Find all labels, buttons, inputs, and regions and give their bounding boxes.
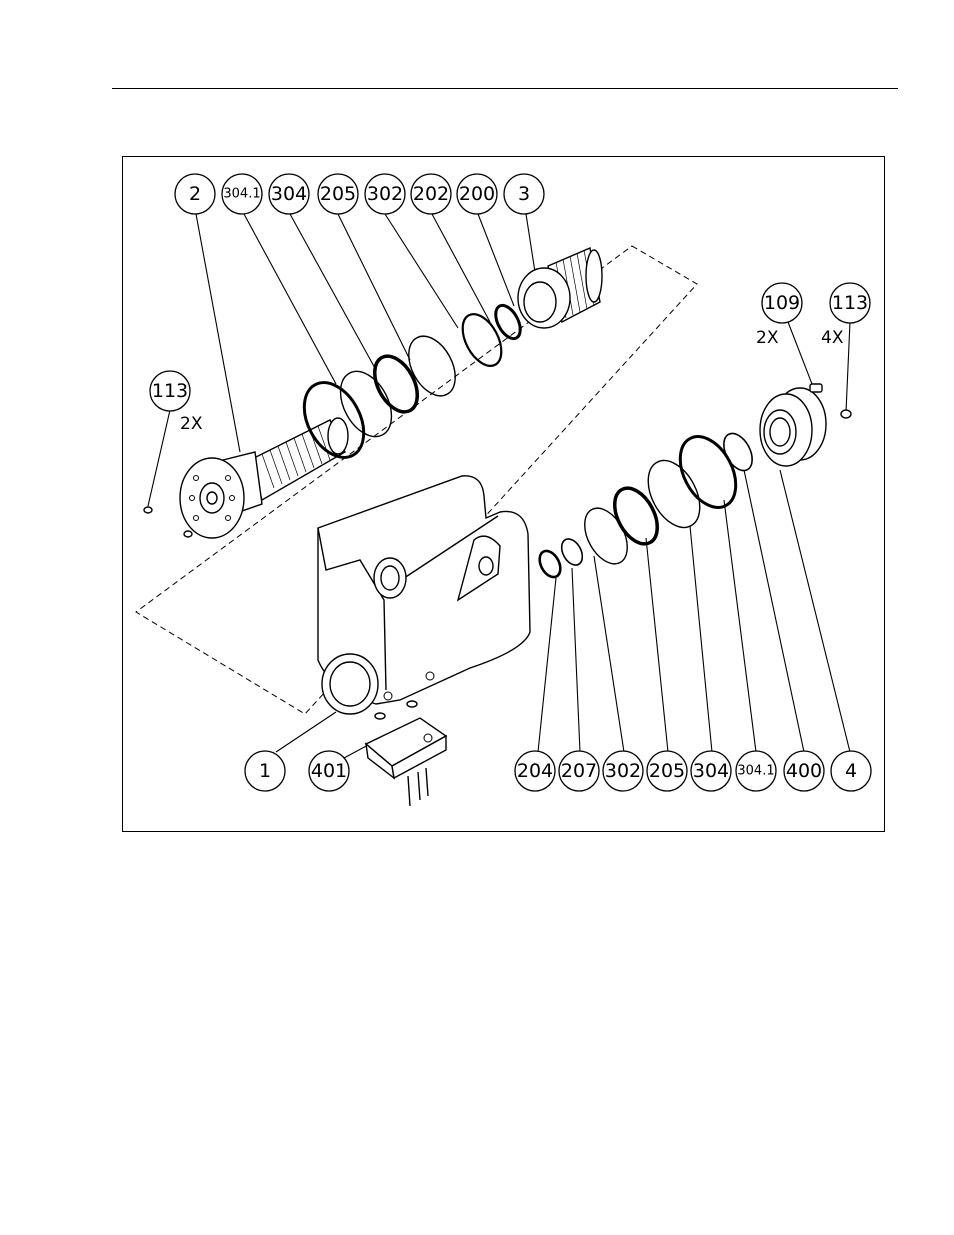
callout-label: 304	[271, 183, 307, 205]
part-4-bearing-cap	[760, 388, 826, 466]
callout-label: 205	[320, 183, 356, 205]
part-401-block	[366, 701, 446, 806]
callout-label: 200	[459, 183, 495, 205]
part-304b-ring	[638, 452, 711, 536]
qty-113-right: 4X	[821, 328, 844, 348]
callout-label: 113	[152, 380, 188, 402]
callout-label: 204	[517, 760, 553, 782]
callout-label: 109	[764, 292, 800, 314]
callout-304: 304	[269, 174, 309, 214]
callout-label: 401	[311, 760, 347, 782]
callout-label: 207	[561, 760, 597, 782]
callout-113-left: 113	[150, 371, 190, 411]
callout-2: 2	[175, 174, 215, 214]
callout-4: 4	[831, 751, 871, 791]
callout-302b: 302	[603, 751, 643, 791]
callout-400: 400	[784, 751, 824, 791]
callout-113-right: 113	[830, 283, 870, 323]
callout-label: 2	[189, 183, 201, 205]
part-1-housing	[318, 476, 530, 714]
callout-label: 304.1	[737, 764, 774, 779]
callout-label: 302	[367, 183, 403, 205]
callout-304b: 304	[691, 751, 731, 791]
callout-1: 1	[245, 751, 285, 791]
callout-304-1b: 304.1	[736, 751, 776, 791]
callout-label: 3	[518, 183, 530, 205]
part-205b-ring	[606, 481, 666, 551]
part-302-sleeve	[399, 328, 464, 403]
part-113-right-screws	[841, 410, 851, 418]
callout-205b: 205	[647, 751, 687, 791]
callout-204: 204	[515, 751, 555, 791]
callout-200: 200	[457, 174, 497, 214]
callout-label: 1	[259, 760, 271, 782]
part-207-ring	[557, 535, 586, 568]
callout-207: 207	[559, 751, 599, 791]
callout-label: 202	[413, 183, 449, 205]
callout-205: 205	[318, 174, 358, 214]
callout-3: 3	[504, 174, 544, 214]
part-204-ring	[535, 547, 564, 580]
callout-label: 205	[649, 760, 685, 782]
callout-304-1: 304.1	[222, 174, 262, 214]
qty-109: 2X	[756, 328, 779, 348]
callout-label: 400	[786, 760, 822, 782]
callout-202: 202	[411, 174, 451, 214]
part-3-pinion	[518, 248, 602, 328]
part-109-pins	[810, 384, 822, 392]
callout-label: 302	[605, 760, 641, 782]
qty-113-left: 2X	[180, 414, 203, 434]
callout-109: 109	[762, 283, 802, 323]
callout-302: 302	[365, 174, 405, 214]
part-2-shaft	[180, 418, 348, 538]
callout-label: 4	[845, 760, 857, 782]
callout-label: 304	[693, 760, 729, 782]
part-202-ring	[455, 308, 510, 372]
callout-label: 113	[832, 292, 868, 314]
part-304-1b-ring	[669, 427, 747, 517]
callout-label: 304.1	[223, 187, 260, 202]
callout-401: 401	[309, 751, 349, 791]
part-205-ring	[366, 349, 426, 419]
